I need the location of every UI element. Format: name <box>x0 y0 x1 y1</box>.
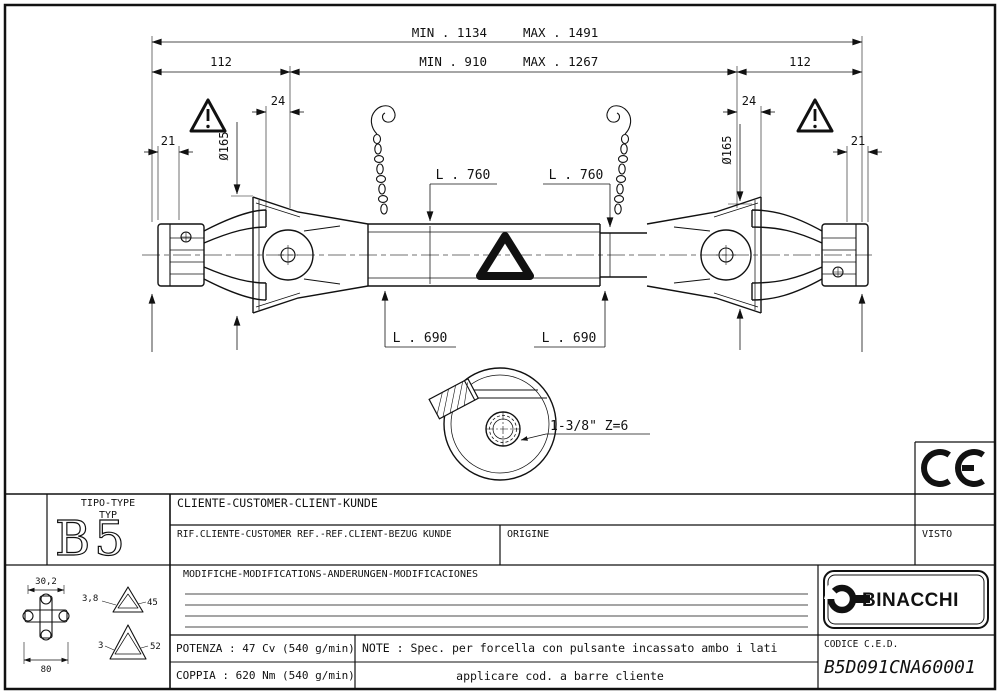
dim-80: 80 <box>41 665 52 675</box>
triangle-profile-symbol <box>476 232 534 280</box>
dim-24-left: 24 <box>271 94 285 108</box>
title-block: TIPO-TYPE TYP B5 CLIENTE-CUSTOMER-CLIENT… <box>5 493 995 689</box>
guard-bell-right <box>646 196 762 314</box>
potenza-value: POTENZA : 47 Cv (540 g/min) <box>176 642 355 655</box>
coppia-value: COPPIA : 620 Nm (540 g/min) <box>176 669 355 682</box>
dim-3-8: 3,8 <box>82 594 98 604</box>
wrench-icon <box>824 584 870 614</box>
note-line2: applicare cod. a barre cliente <box>456 669 664 683</box>
type-code: B5 <box>55 511 129 567</box>
dim-dia165-left: Ø165 <box>217 132 231 161</box>
outer-tube-profile <box>109 624 147 660</box>
dim-45: 45 <box>147 598 158 608</box>
dim-inner-min: MIN . 910 <box>419 54 487 69</box>
cliente-label: CLIENTE-CUSTOMER-CLIENT-KUNDE <box>177 496 378 510</box>
note-line1: NOTE : Spec. per forcella con pulsante i… <box>362 641 777 655</box>
dim-112-left: 112 <box>210 55 232 69</box>
dim-24-right: 24 <box>742 94 756 108</box>
warning-triangle-left <box>189 98 227 133</box>
dim-3: 3 <box>98 641 103 651</box>
brand-name: BINACCHI <box>862 590 959 611</box>
dim-30-2: 30,2 <box>35 577 57 587</box>
cross-journal-sketch <box>22 593 70 641</box>
u-joint-left <box>262 225 341 285</box>
yoke-right <box>751 209 823 301</box>
dimension-lines <box>144 38 882 352</box>
dim-dia165-right: Ø165 <box>720 136 734 165</box>
dim-inner-max: MAX . 1267 <box>523 54 598 69</box>
dim-21-left: 21 <box>161 134 175 148</box>
inner-tube-profile <box>112 586 144 613</box>
guard-bell-left <box>252 196 369 314</box>
dim-overall-max: MAX . 1491 <box>523 25 598 40</box>
typ-label: TYP <box>99 510 117 521</box>
hub-left <box>157 223 205 287</box>
warning-triangle-right <box>796 98 834 133</box>
dim-l760-left: L . 760 <box>436 168 491 183</box>
safety-chain-right <box>606 105 632 215</box>
brand-logo: BINACCHI <box>823 570 989 629</box>
dim-52: 52 <box>150 642 161 652</box>
spline-section-detail: 1-3/8" Z=6 <box>428 367 650 481</box>
u-joint-right <box>673 226 752 284</box>
dim-l760-right: L . 760 <box>549 168 604 183</box>
safety-chain-left <box>370 105 396 215</box>
pto-shaft-drawing: MIN . 1134 MAX . 1491 MIN . 910 MAX . 12… <box>142 25 995 494</box>
dim-21-right: 21 <box>851 134 865 148</box>
title-block-lines <box>5 493 995 689</box>
spline-spec-label: 1-3/8" Z=6 <box>550 419 628 434</box>
codice-value: B5D091CNA60001 <box>824 657 976 678</box>
dim-overall-min: MIN . 1134 <box>412 25 487 40</box>
dim-l690-left: L . 690 <box>393 331 448 346</box>
visto-label: VISTO <box>922 529 952 540</box>
rif-cliente-label: RIF.CLIENTE-CUSTOMER REF.-REF.CLIENT-BEZ… <box>177 529 452 540</box>
extension-lines <box>151 36 869 222</box>
tipo-type-label: TIPO-TYPE <box>81 498 135 509</box>
codice-label: CODICE C.E.D. <box>824 639 898 650</box>
profile-detail-drawing: 30,2 80 3,8 45 3 52 <box>22 577 161 675</box>
ce-mark: CE <box>914 441 995 494</box>
hub-right <box>821 223 869 287</box>
spline-shaft-stub <box>428 377 480 420</box>
dim-112-right: 112 <box>789 55 811 69</box>
yoke-left <box>203 209 267 301</box>
origine-label: ORIGINE <box>507 529 549 540</box>
dim-l690-right: L . 690 <box>542 331 597 346</box>
guard-tube <box>367 223 647 287</box>
modifiche-label: MODIFICHE-MODIFICATIONS-ANDERUNGEN-MODIF… <box>183 569 478 580</box>
